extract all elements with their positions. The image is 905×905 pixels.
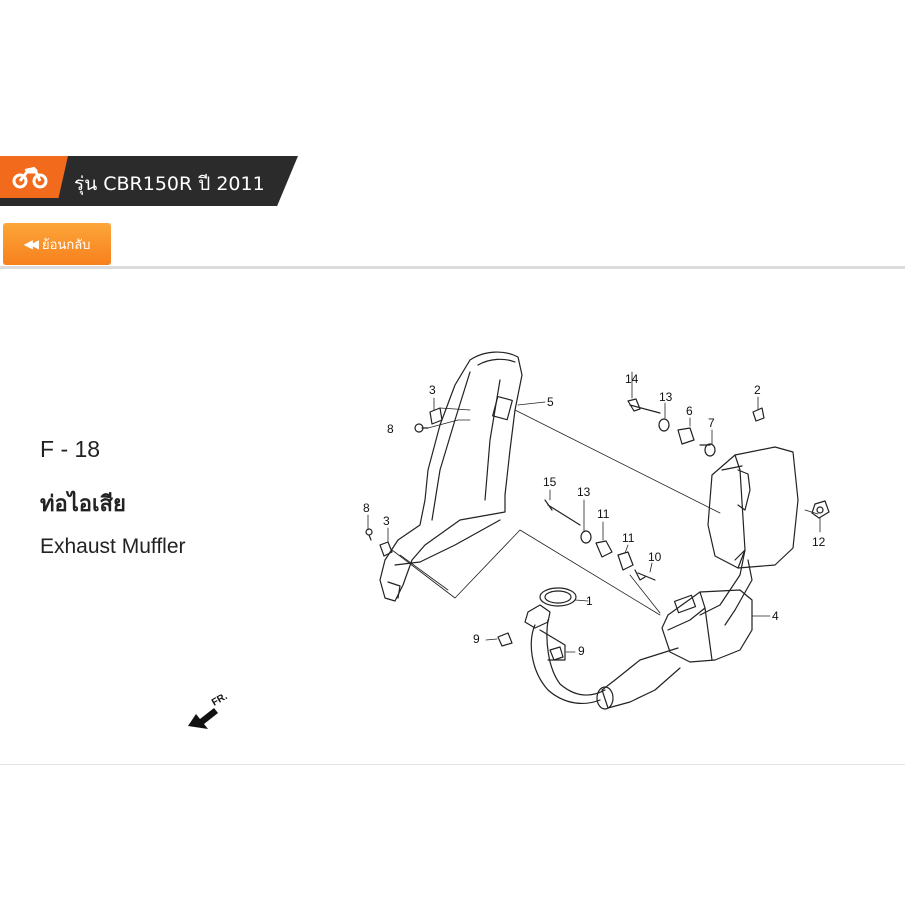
- callout-14: 14: [625, 372, 639, 386]
- callout-9: 9: [473, 632, 480, 646]
- callout-7: 7: [708, 416, 715, 430]
- callout-3: 3: [429, 383, 436, 397]
- callout-5: 5: [547, 395, 554, 409]
- callout-4: 4: [772, 609, 779, 623]
- title-icon-tab: [0, 156, 68, 198]
- page-title: รุ่น CBR150R ปี 2011: [74, 173, 265, 195]
- leader-lines: [367, 371, 821, 653]
- callout-13: 13: [577, 485, 591, 499]
- divider-top: [0, 266, 905, 269]
- muffler-part: [596, 446, 799, 710]
- divider-bottom: [0, 764, 905, 765]
- heat-shield-part: [379, 351, 523, 602]
- figure-code: F - 18: [40, 436, 101, 462]
- callout-6: 6: [686, 404, 693, 418]
- callout-11: 11: [622, 531, 635, 545]
- front-label: FR.: [210, 691, 230, 709]
- part-name-english: Exhaust Muffler: [40, 535, 186, 558]
- callout-15: 15: [543, 475, 557, 489]
- callout-8: 8: [363, 501, 370, 515]
- part-name-thai: ท่อไอเสีย: [40, 492, 126, 517]
- exhaust-pipe-part: [524, 604, 606, 705]
- exhaust-parts-diagram: FR. 1 2 3 3 4 5 6 7 8 8 9 9 10 11 11 12 …: [188, 351, 830, 729]
- back-button-label: ย้อนกลับ: [42, 237, 91, 253]
- hardware-parts: [365, 398, 830, 661]
- rewind-icon: ◀◀: [23, 237, 40, 251]
- back-button[interactable]: ◀◀ ย้อนกลับ: [3, 223, 111, 265]
- callout-13: 13: [659, 390, 673, 404]
- motorcycle-icon: [12, 166, 48, 189]
- gasket-part: [539, 587, 577, 607]
- callout-8: 8: [387, 422, 394, 436]
- front-arrow-icon: [188, 708, 218, 729]
- callout-11: 11: [597, 507, 610, 521]
- callout-1: 1: [586, 594, 593, 608]
- callout-9: 9: [578, 644, 585, 658]
- title-banner: รุ่น CBR150R ปี 2011: [0, 156, 298, 206]
- callout-10: 10: [648, 550, 662, 564]
- callout-2: 2: [754, 383, 761, 397]
- callout-12: 12: [812, 535, 826, 549]
- callout-3: 3: [383, 514, 390, 528]
